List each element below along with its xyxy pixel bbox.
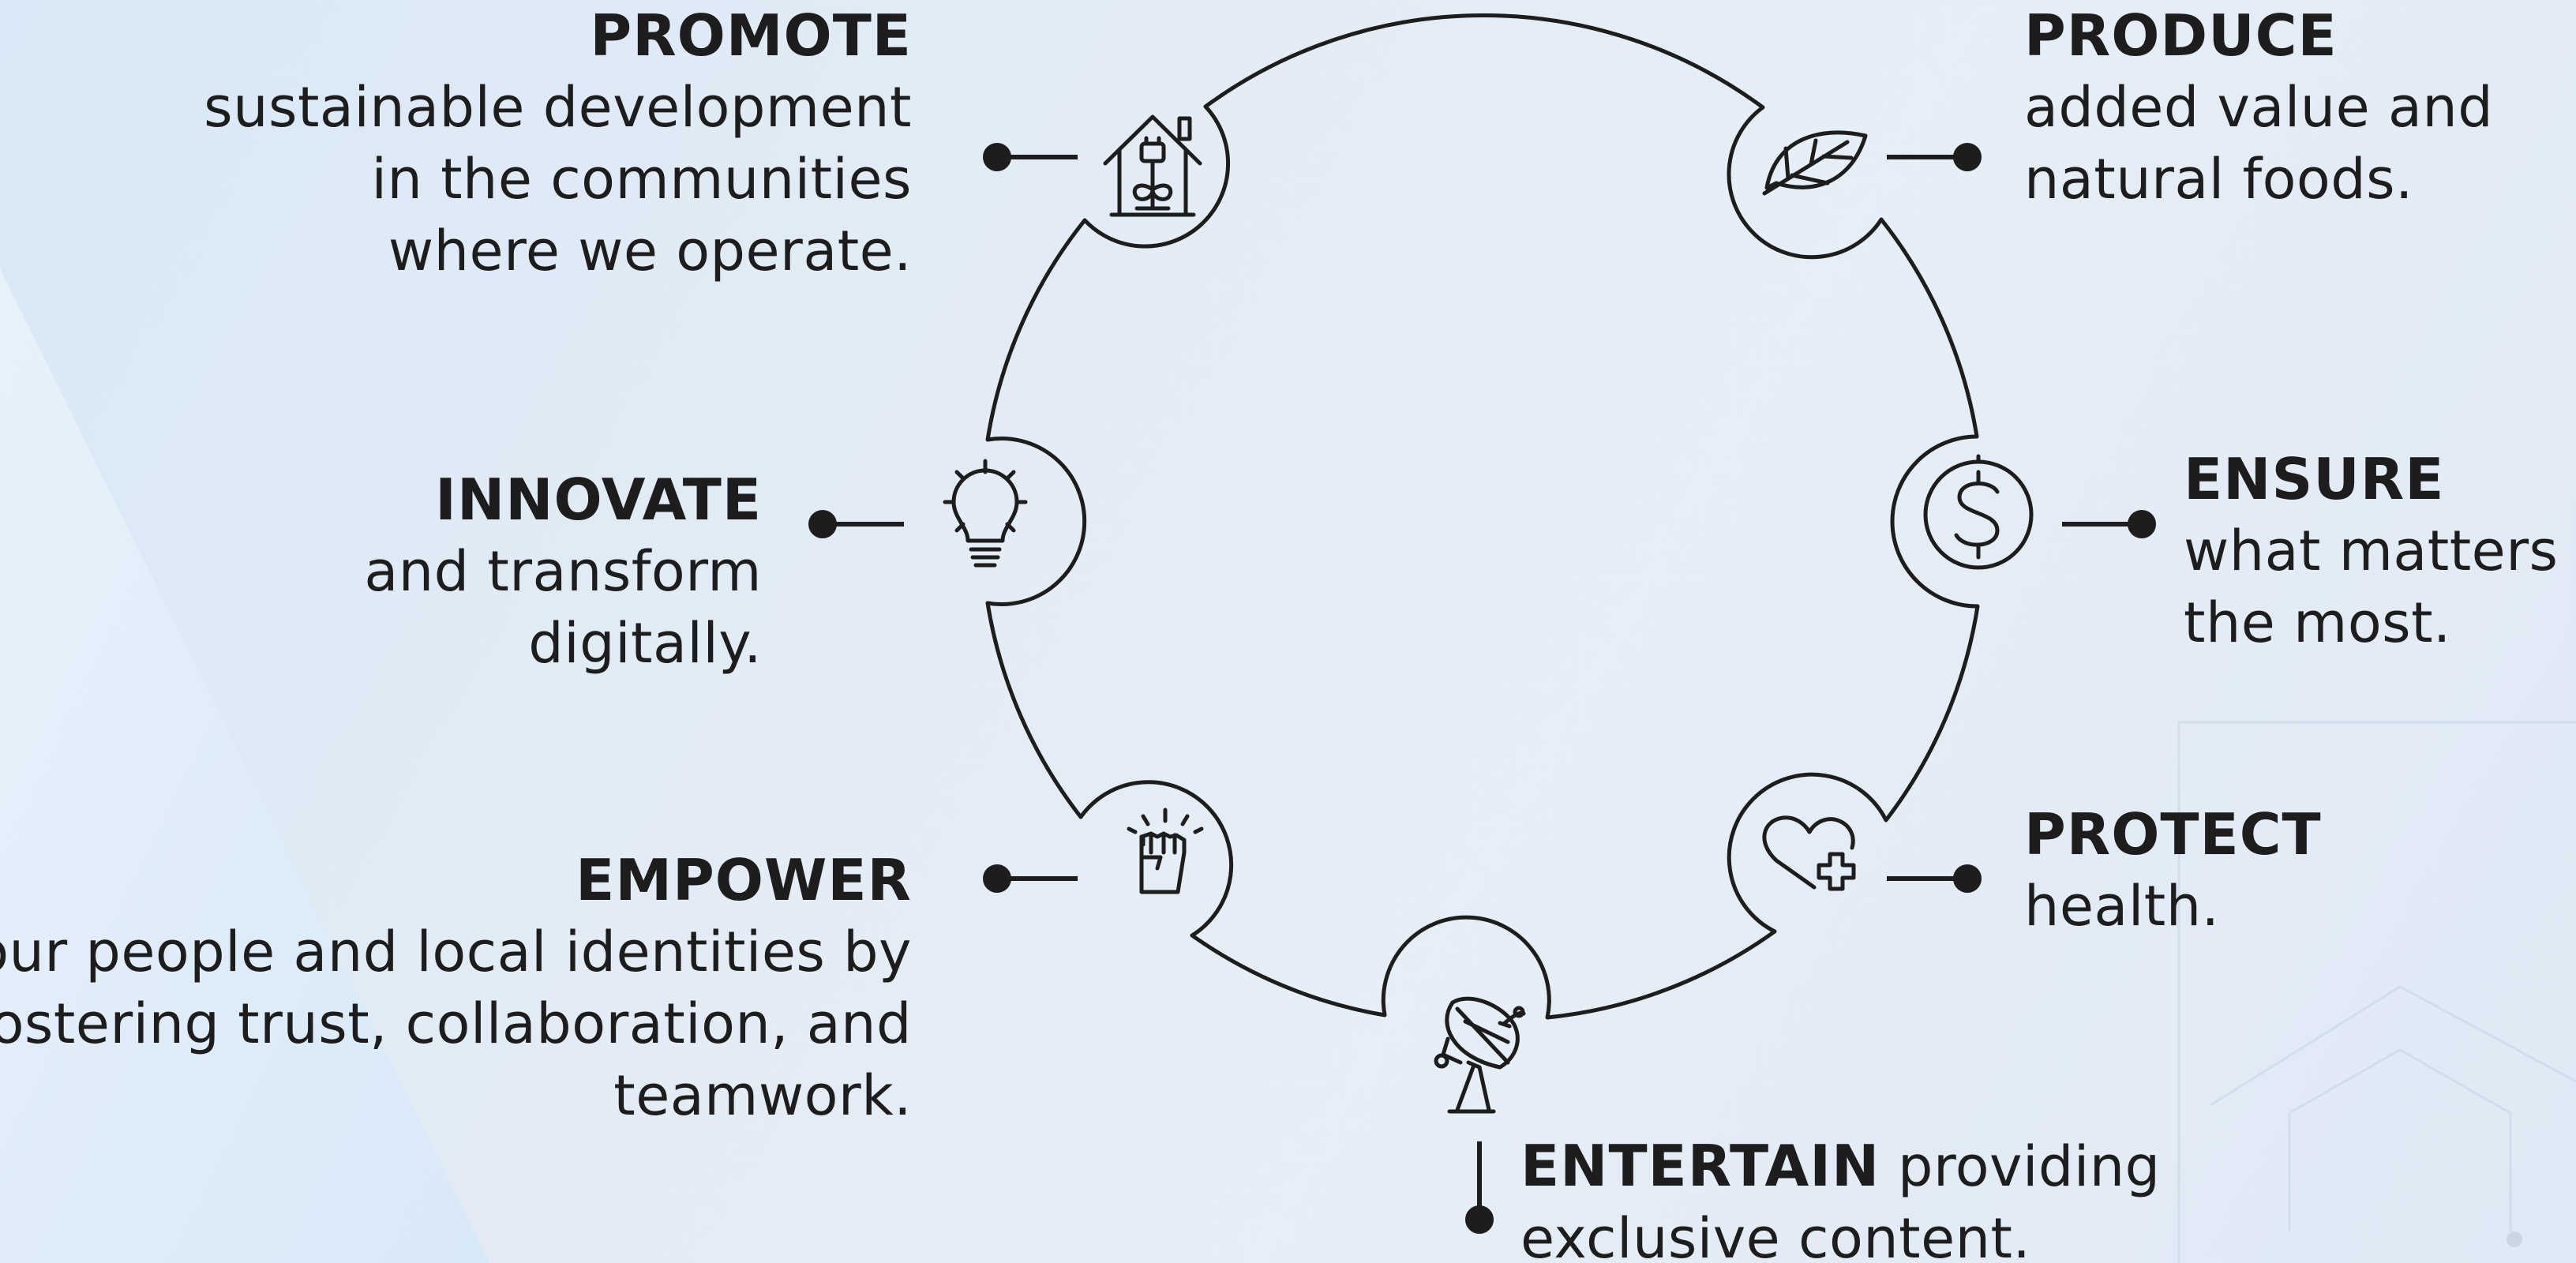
cube-watermark [2177,721,2576,1263]
connectors [808,143,2156,1234]
connector-dot-empower [983,864,1011,893]
cycle-ring [985,13,1980,1020]
background-panel [0,268,489,1263]
entertain-line-2: exclusive content. [1520,1206,2031,1263]
connector-dot-innovate [808,510,837,538]
ensure-label: ENSURE what matters the most. [2184,444,2559,659]
satellite-dish-icon [1434,996,1526,1114]
entertain-first-line: ENTERTAIN providing [1520,1130,2161,1203]
promote-title: PROMOTE [590,2,912,69]
empower-line-3: teamwork. [613,1063,912,1128]
connector-dot-ensure [2128,510,2156,538]
entertain-rest: providing [1898,1134,2161,1199]
ensure-title: ENSURE [2184,446,2445,512]
heart-plus-icon [1762,815,1856,891]
protect-title: PROTECT [2024,801,2322,868]
protect-line-1: health. [2024,874,2220,939]
innovate-line-2: digitally. [528,611,762,676]
promote-line-3: where we operate. [388,219,912,283]
empower-line-1: our people and local identities by [0,920,912,984]
empower-line-2: fostering trust, collaboration, and [0,991,912,1056]
promote-label: PROMOTE sustainable development in the c… [204,0,912,287]
ensure-line-2: the most. [2184,590,2451,655]
entertain-label: ENTERTAIN providing exclusive content. [1520,1130,2161,1263]
connector-dot-entertain [1465,1205,1494,1234]
promote-line-1: sustainable development [204,75,912,140]
promote-line-2: in the communities [371,147,912,212]
house-plug-plant-icon [1103,114,1202,217]
entertain-title: ENTERTAIN [1520,1133,1880,1199]
connector-dot-produce [1953,143,1982,171]
produce-line-2: natural foods. [2024,147,2413,212]
produce-line-1: added value and [2024,75,2494,140]
innovate-title: INNOVATE [435,467,762,533]
protect-label: PROTECT health. [2024,799,2322,943]
innovate-line-1: and transform [364,539,762,604]
ensure-line-1: what matters [2184,519,2559,583]
innovate-label: INNOVATE and transform digitally. [364,464,762,680]
lightbulb-icon [943,459,1028,568]
empower-title: EMPOWER [576,847,912,913]
leaf-icon [1762,130,1868,196]
empower-label: EMPOWER our people and local identities … [0,845,912,1132]
produce-title: PRODUCE [2024,2,2338,69]
raised-fist-icon [1127,808,1204,894]
produce-label: PRODUCE added value and natural foods. [2024,0,2493,215]
connector-dot-protect [1953,864,1982,893]
dollar-coin-icon [1923,454,2034,570]
connector-dot-promote [983,143,1011,171]
